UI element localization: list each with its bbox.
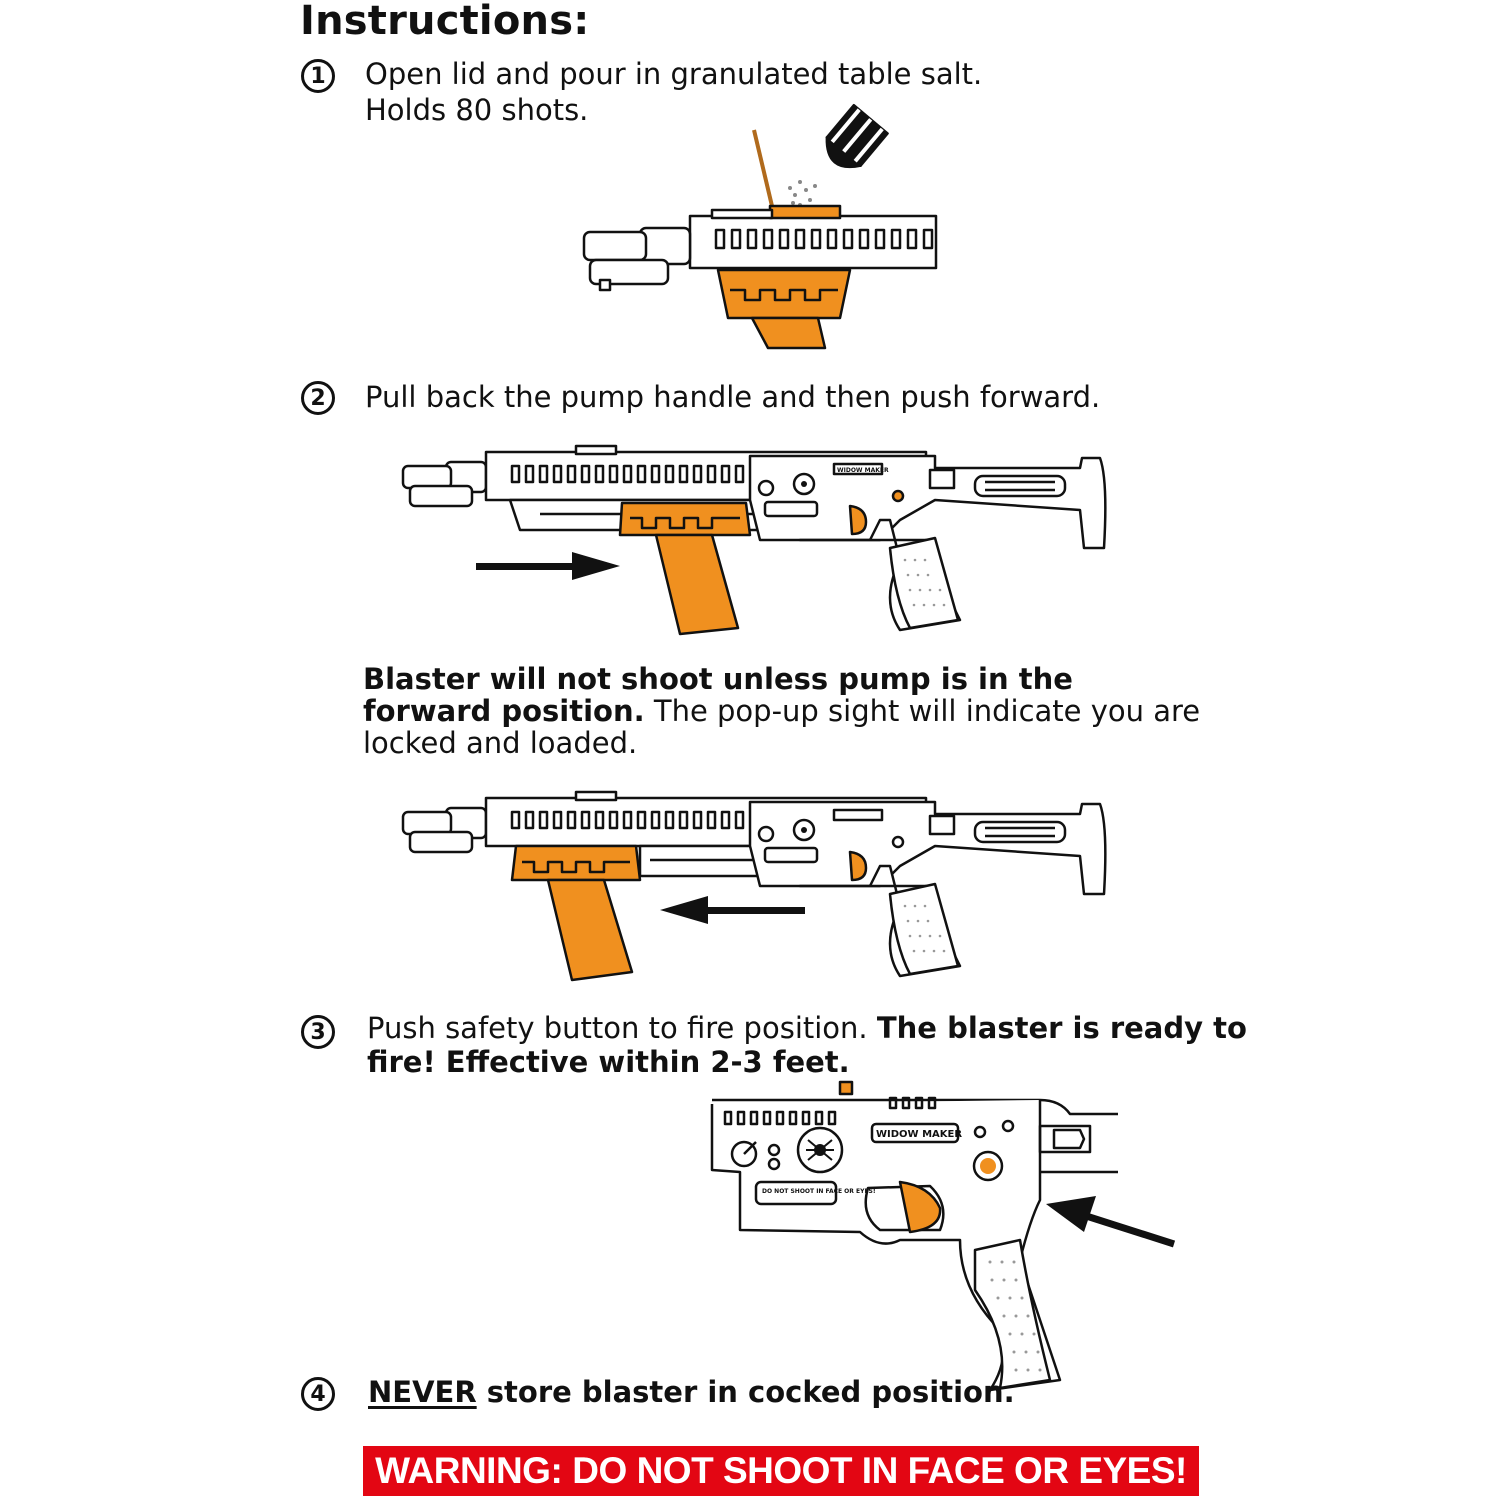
brand-label-closeup: WIDOW MAKER <box>876 1129 962 1140</box>
decal-label: DO NOT SHOOT IN FACE OR EYES! <box>762 1188 876 1195</box>
step-4-never: NEVER <box>368 1375 477 1409</box>
step-4-rest: store blaster in cocked position. <box>477 1375 1015 1409</box>
step-4-text: NEVER store blaster in cocked position. <box>368 1375 1015 1409</box>
warning-label: WARNING: <box>375 1450 562 1492</box>
warning-banner: WARNING: DO NOT SHOOT IN FACE OR EYES! <box>363 1446 1199 1496</box>
warning-text: DO NOT SHOOT IN FACE OR EYES! <box>572 1450 1187 1492</box>
step-number-4: 4 <box>301 1377 335 1411</box>
arrow-pointer-icon <box>1046 1196 1174 1244</box>
